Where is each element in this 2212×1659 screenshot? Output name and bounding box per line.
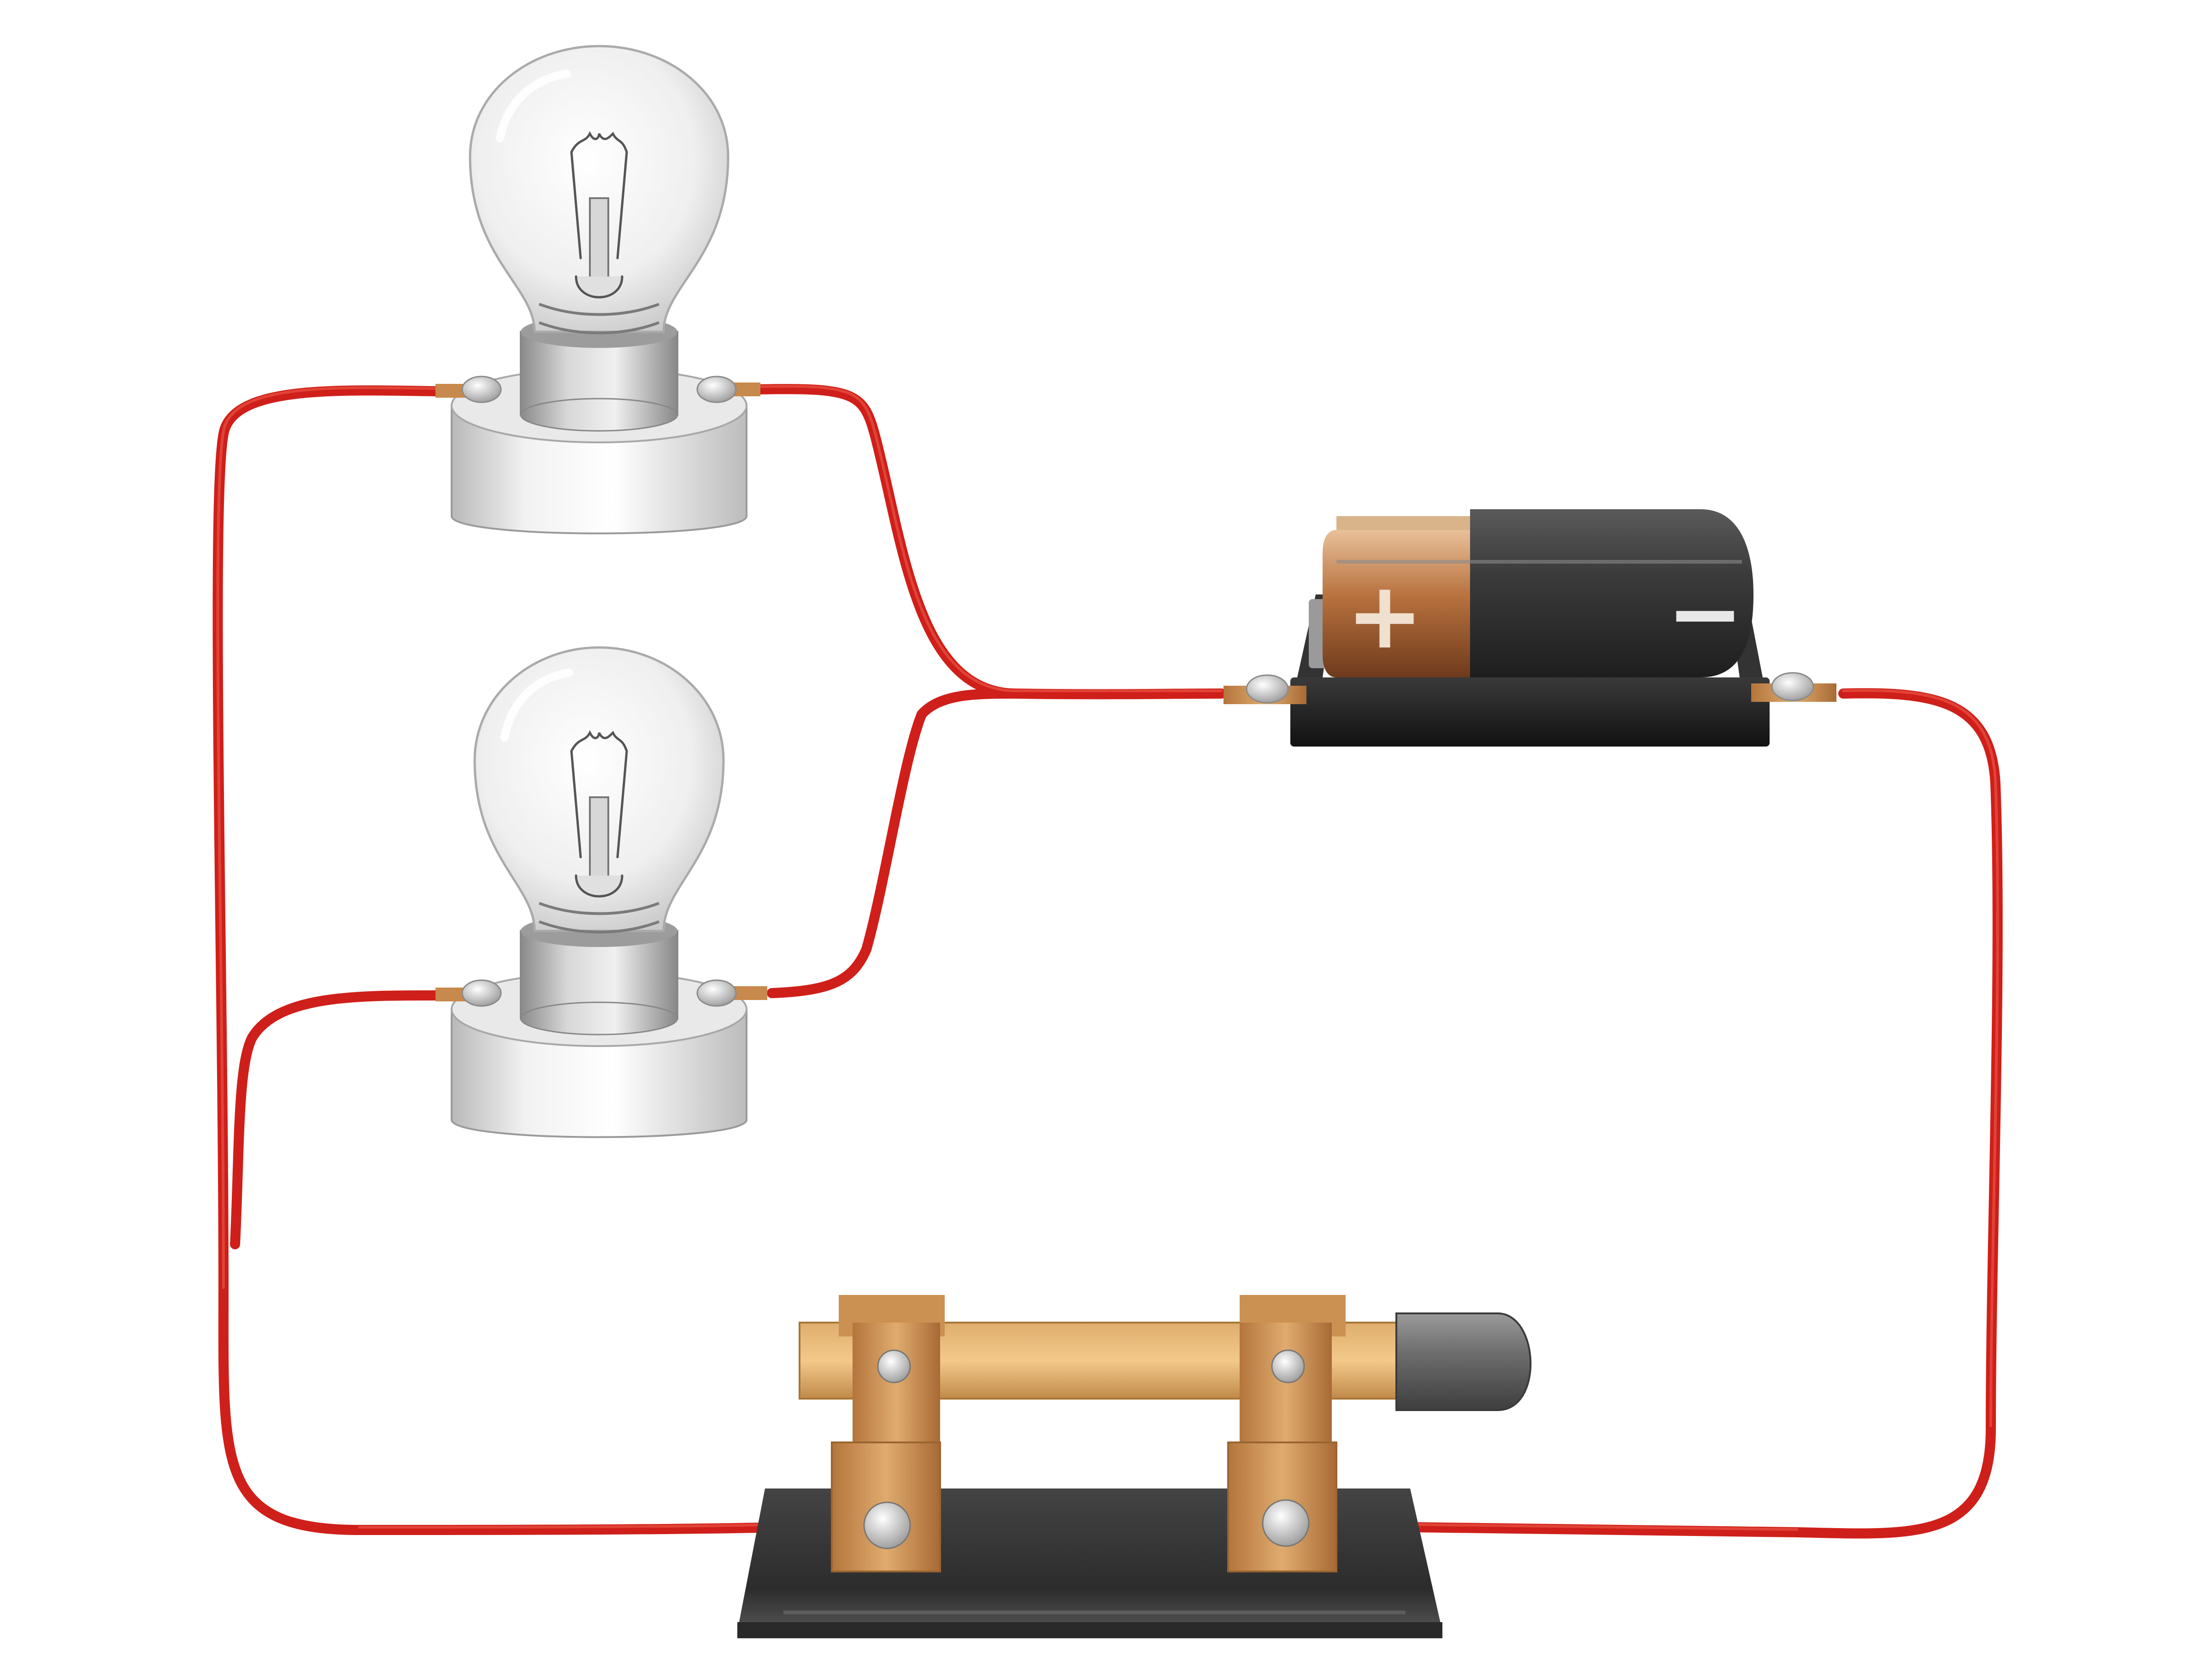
bulb-socket — [435, 316, 760, 535]
bulb-glass — [473, 646, 725, 934]
switch-clamp-left — [831, 1295, 945, 1572]
battery-cell — [1309, 509, 1753, 677]
negative-terminal-label: − — [1666, 560, 1744, 667]
screw-icon — [863, 1501, 911, 1549]
screw-icon — [1271, 1349, 1305, 1383]
bulb-filament — [570, 131, 628, 299]
bulb-glass — [469, 45, 729, 335]
switch-handle — [1395, 1312, 1532, 1411]
wire-bulb1-right — [753, 384, 1226, 700]
wire-bulb2-left — [230, 990, 442, 1249]
screw-icon — [877, 1349, 911, 1383]
light-bulb-top — [435, 45, 760, 535]
screw-icon — [1262, 1499, 1310, 1547]
wire-bulb2-right — [767, 688, 1019, 998]
switch-clamp-right — [1227, 1295, 1346, 1572]
positive-terminal-label: + — [1346, 562, 1424, 670]
bulb-filament — [570, 730, 628, 898]
wires — [212, 384, 2003, 1539]
light-bulb-bottom — [435, 646, 767, 1138]
knife-switch — [737, 1295, 1532, 1638]
bulb-socket — [435, 915, 767, 1138]
battery: + − — [1224, 509, 1836, 747]
